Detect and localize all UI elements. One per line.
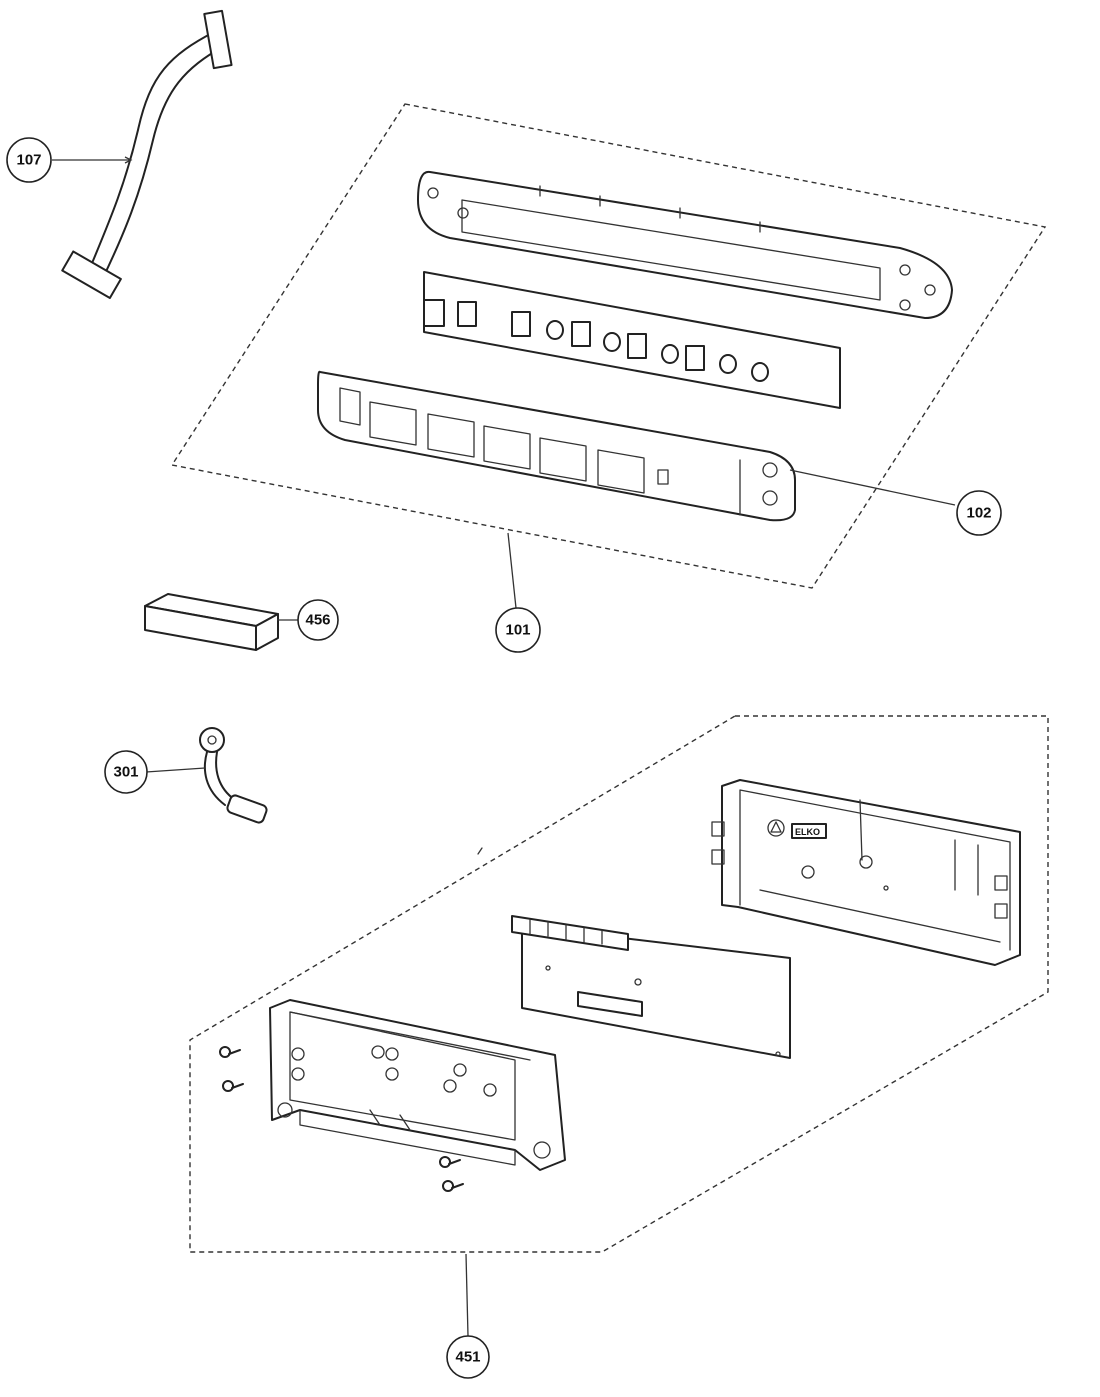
display-frame: [417, 170, 953, 319]
callout-451: 451: [446, 1335, 490, 1379]
callout-101-label: 101: [505, 622, 530, 639]
sensor-301: [199, 727, 268, 824]
callout-102-label: 102: [966, 505, 991, 522]
screw: [442, 1180, 464, 1192]
callout-456: 456: [297, 599, 339, 641]
callout-107: 107: [6, 137, 52, 183]
button-board: [423, 271, 841, 409]
callout-301: 301: [104, 750, 148, 794]
callout-456-label: 456: [305, 612, 330, 629]
filter-block-456: [144, 593, 279, 651]
assembly-451-boundary: [189, 715, 1049, 1253]
key-housing: [317, 370, 796, 522]
screws: [219, 1046, 464, 1192]
screw: [222, 1080, 244, 1092]
screw: [439, 1156, 461, 1168]
callout-101: 101: [495, 607, 541, 653]
front-chassis: [269, 999, 566, 1171]
leader-lines: [52, 156, 956, 1337]
callout-107-label: 107: [16, 152, 41, 169]
callout-451-label: 451: [455, 1349, 480, 1366]
screw: [219, 1046, 241, 1058]
control-pcb: [511, 915, 791, 1059]
rear-housing: ELKO: [711, 779, 1021, 966]
brand-logo-text: ELKO: [795, 827, 820, 837]
wire-harness-107: [61, 9, 233, 300]
callout-102: 102: [956, 490, 1002, 536]
assembly-101-boundary: [170, 103, 1047, 589]
callout-301-label: 301: [113, 764, 138, 781]
